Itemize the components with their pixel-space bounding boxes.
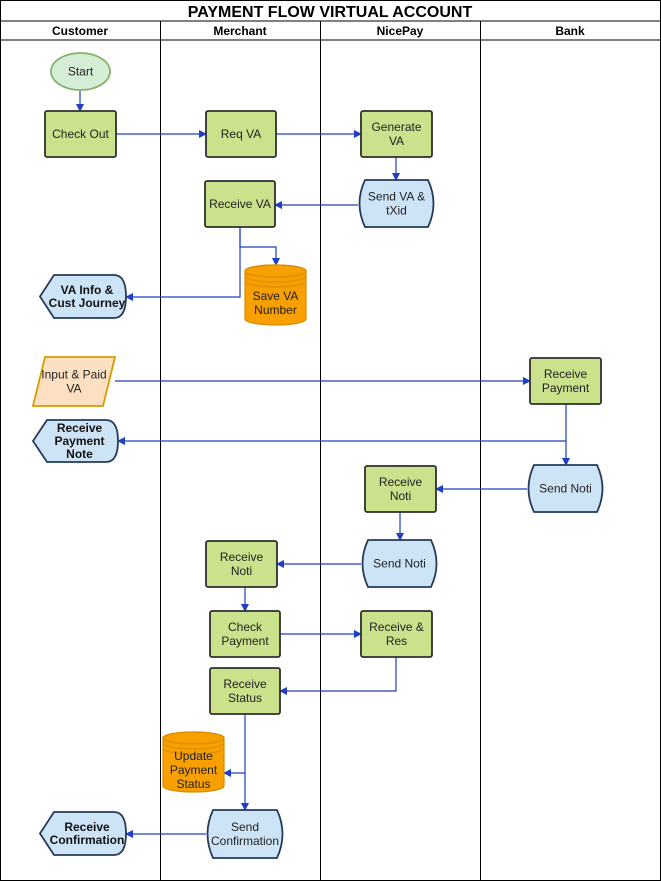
process-box [209, 667, 281, 715]
connector-receive-res-to-receive-status [279, 657, 397, 695]
lane-header-bank: Bank [555, 24, 585, 38]
database-ring [244, 280, 307, 288]
node-label: Update [174, 749, 213, 763]
node-label: Receive [57, 421, 103, 435]
node-label: Receive [544, 367, 588, 381]
node-label: tXid [386, 204, 407, 218]
process-box [44, 110, 117, 158]
node-label: Receive [223, 677, 267, 691]
database-ring [162, 742, 225, 750]
node-label: Send VA & [368, 190, 425, 204]
display-shape [38, 811, 127, 856]
database-top [244, 264, 307, 278]
connectors [76, 90, 570, 838]
node-label: Payment [542, 381, 590, 395]
node-nicepay-send-noti: Send Noti [361, 539, 438, 588]
lane-header-merchant: Merchant [213, 24, 266, 38]
node-label: Payment [54, 434, 104, 448]
node-label: VA Info & [61, 283, 114, 297]
process-box [529, 357, 602, 405]
node-label: Receive & [369, 620, 424, 634]
node-label: Check Out [52, 127, 109, 141]
process-box [364, 465, 437, 513]
terminator-shape [50, 52, 111, 91]
lane-header-nicepay: NicePay [377, 24, 424, 38]
process-box [205, 540, 278, 588]
lane-header-customer: Customer [52, 24, 108, 38]
database-top [162, 731, 225, 745]
document-shape [527, 464, 604, 513]
node-label: VA [66, 382, 81, 396]
node-label: Noti [231, 564, 252, 578]
node-label: Confirmation [211, 834, 279, 848]
node-label: Status [176, 777, 210, 791]
node-label: Res [386, 634, 407, 648]
node-label: Send [231, 820, 259, 834]
node-label: Cust Journey [49, 296, 126, 310]
node-label: Start [68, 65, 94, 79]
node-label: Send Noti [373, 557, 426, 571]
connector-receive-va-to-va-info-cust-journey [125, 227, 241, 301]
node-label: VA [389, 134, 404, 148]
node-receive-res: Receive &Res [360, 610, 433, 658]
node-req-va: Req VA [205, 110, 277, 158]
document-shape [206, 809, 284, 859]
node-label: Number [254, 303, 297, 317]
node-label: Check [228, 620, 263, 634]
node-va-info-cust-journey: VA Info &Cust Journey [38, 274, 127, 319]
io-shape [31, 356, 117, 407]
node-label: Payment [221, 634, 269, 648]
node-label: Save VA [253, 289, 299, 303]
node-label: Note [66, 447, 93, 461]
process-box [360, 610, 433, 658]
node-label: Generate [371, 120, 421, 134]
database-ring [162, 747, 225, 755]
process-box [209, 610, 281, 658]
database-ring [244, 275, 307, 283]
diagram-title: PAYMENT FLOW VIRTUAL ACCOUNT [188, 4, 473, 21]
node-label: Status [228, 691, 262, 705]
display-shape [38, 274, 127, 319]
node-label: Payment [170, 763, 218, 777]
document-shape [361, 539, 438, 588]
node-label: Receive [64, 820, 110, 834]
node-label: Input & Paid [41, 368, 106, 382]
process-box [360, 110, 433, 158]
node-receive-va: Receive VA [204, 180, 276, 228]
display-shape [31, 419, 119, 463]
process-box [205, 110, 277, 158]
node-label: Req VA [221, 127, 261, 141]
node-label: Receive [379, 475, 423, 489]
node-bank-send-noti: Send Noti [527, 464, 604, 513]
node-label: Noti [390, 489, 411, 503]
node-label: Send Noti [539, 482, 592, 496]
process-box [204, 180, 276, 228]
document-shape [358, 179, 435, 228]
node-check-out: Check Out [44, 110, 117, 158]
node-send-va-txid: Send VA &tXid [358, 179, 435, 228]
node-label: Receive [220, 550, 264, 564]
node-label: Receive VA [209, 197, 271, 211]
node-label: Confirmation [50, 833, 125, 847]
node-start: Start [50, 52, 111, 91]
